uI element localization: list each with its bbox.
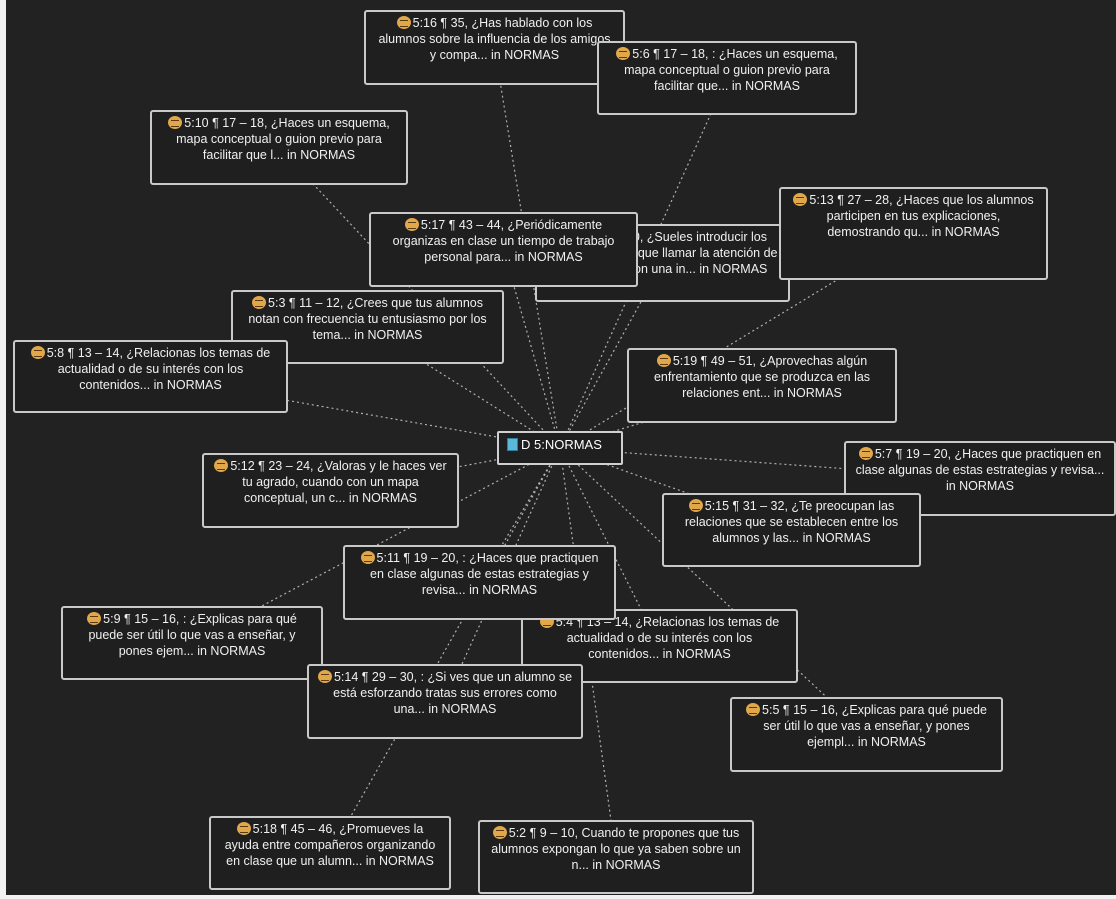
quotation-icon: [688, 499, 703, 512]
quotation-label: 5:17 ¶ 43 – 44, ¿Periódicamente organiza…: [392, 218, 615, 264]
quotation-label: 5:11 ¶ 19 – 20, : ¿Haces que practiquen …: [370, 551, 599, 597]
quotation-label: 5:10 ¶ 17 – 18, ¿Haces un esquema, mapa …: [176, 116, 390, 162]
quotation-label: 5:8 ¶ 13 – 14, ¿Relacionas los temas de …: [46, 346, 271, 392]
quotation-icon: [746, 703, 761, 716]
quotation-node-5-10[interactable]: 5:10 ¶ 17 – 18, ¿Haces un esquema, mapa …: [150, 110, 408, 185]
quotation-node-5-11[interactable]: 5:11 ¶ 19 – 20, : ¿Haces que practiquen …: [343, 545, 616, 620]
quotation-icon: [492, 826, 507, 839]
quotation-node-5-9[interactable]: 5:9 ¶ 15 – 16, : ¿Explicas para qué pued…: [61, 606, 323, 680]
quotation-label: 5:3 ¶ 11 – 12, ¿Crees que tus alumnos no…: [248, 296, 487, 342]
quotation-icon: [87, 612, 102, 625]
quotation-node-5-8[interactable]: 5:8 ¶ 13 – 14, ¿Relacionas los temas de …: [13, 340, 288, 413]
quotation-label: 5:15 ¶ 31 – 32, ¿Te preocupan las relaci…: [684, 499, 899, 545]
quotation-node-5-19[interactable]: 5:19 ¶ 49 – 51, ¿Aprovechas algún enfren…: [627, 348, 897, 423]
quotation-node-5-17[interactable]: 5:17 ¶ 43 – 44, ¿Periódicamente organiza…: [369, 212, 638, 287]
quotation-label: 5:6 ¶ 17 – 18, : ¿Haces un esquema, mapa…: [624, 47, 838, 93]
quotation-icon: [252, 296, 267, 309]
quotation-node-5-12[interactable]: 5:12 ¶ 23 – 24, ¿Valoras y le haces ver …: [202, 453, 459, 528]
quotation-label: 5:14 ¶ 29 – 30, : ¿Si ves que un alumno …: [333, 670, 573, 716]
document-icon: [507, 438, 518, 451]
quotation-node-5-3[interactable]: 5:3 ¶ 11 – 12, ¿Crees que tus alumnos no…: [231, 290, 504, 364]
quotation-node-5-15[interactable]: 5:15 ¶ 31 – 32, ¿Te preocupan las relaci…: [662, 493, 921, 567]
quotation-node-5-6[interactable]: 5:6 ¶ 17 – 18, : ¿Haces un esquema, mapa…: [597, 41, 857, 115]
quotation-icon: [396, 16, 411, 29]
quotation-label: 5:19 ¶ 49 – 51, ¿Aprovechas algún enfren…: [653, 354, 871, 400]
quotation-icon: [858, 447, 873, 460]
quotation-label: 5:2 ¶ 9 – 10, Cuando te propones que tus…: [491, 826, 741, 872]
quotation-node-5-18[interactable]: 5:18 ¶ 45 – 46, ¿Promueves la ayuda entr…: [209, 816, 451, 890]
quotation-node-5-13[interactable]: 5:13 ¶ 27 – 28, ¿Haces que los alumnos p…: [779, 187, 1048, 280]
quotation-label: 5:13 ¶ 27 – 28, ¿Haces que los alumnos p…: [809, 193, 1034, 239]
quotation-icon: [30, 346, 45, 359]
quotation-label: 5:9 ¶ 15 – 16, : ¿Explicas para qué pued…: [88, 612, 297, 658]
quotation-icon: [793, 193, 808, 206]
quotation-label: 5:12 ¶ 23 – 24, ¿Valoras y le haces ver …: [230, 459, 447, 505]
quotation-label: 5:5 ¶ 15 – 16, ¿Explicas para qué puede …: [762, 703, 987, 749]
quotation-icon: [236, 822, 251, 835]
quotation-label: 5:7 ¶ 19 – 20, ¿Haces que practiquen en …: [855, 447, 1105, 493]
link-line: [559, 232, 914, 449]
quotation-label: 5:4 ¶ 13 – 14, ¿Relacionas los temas de …: [555, 615, 780, 661]
quotation-icon: [168, 116, 183, 129]
quotation-label: 5:18 ¶ 45 – 46, ¿Promueves la ayuda entr…: [224, 822, 436, 868]
quotation-label: 5:16 ¶ 35, ¿Has hablado con los alumnos …: [378, 16, 611, 62]
quotation-node-5-5[interactable]: 5:5 ¶ 15 – 16, ¿Explicas para qué puede …: [730, 697, 1003, 772]
quotation-icon: [656, 354, 671, 367]
network-canvas[interactable]: 5:1 ¶ 9 – 10, ¿Sueles introducir los tem…: [6, 0, 1116, 895]
quotation-node-5-7[interactable]: 5:7 ¶ 19 – 20, ¿Haces que practiquen en …: [844, 441, 1116, 516]
quotation-icon: [214, 459, 229, 472]
quotation-icon: [360, 551, 375, 564]
quotation-node-5-16[interactable]: 5:16 ¶ 35, ¿Has hablado con los alumnos …: [364, 10, 625, 85]
quotation-icon: [616, 47, 631, 60]
quotation-icon: [317, 670, 332, 683]
quotation-node-5-14[interactable]: 5:14 ¶ 29 – 30, : ¿Si ves que un alumno …: [307, 664, 583, 739]
quotation-node-5-2[interactable]: 5:2 ¶ 9 – 10, Cuando te propones que tus…: [478, 820, 754, 894]
document-label: D 5:NORMAS: [521, 437, 602, 452]
document-node-normas[interactable]: D 5:NORMAS: [497, 431, 623, 465]
link-line: [444, 447, 561, 702]
quotation-icon: [404, 218, 419, 231]
